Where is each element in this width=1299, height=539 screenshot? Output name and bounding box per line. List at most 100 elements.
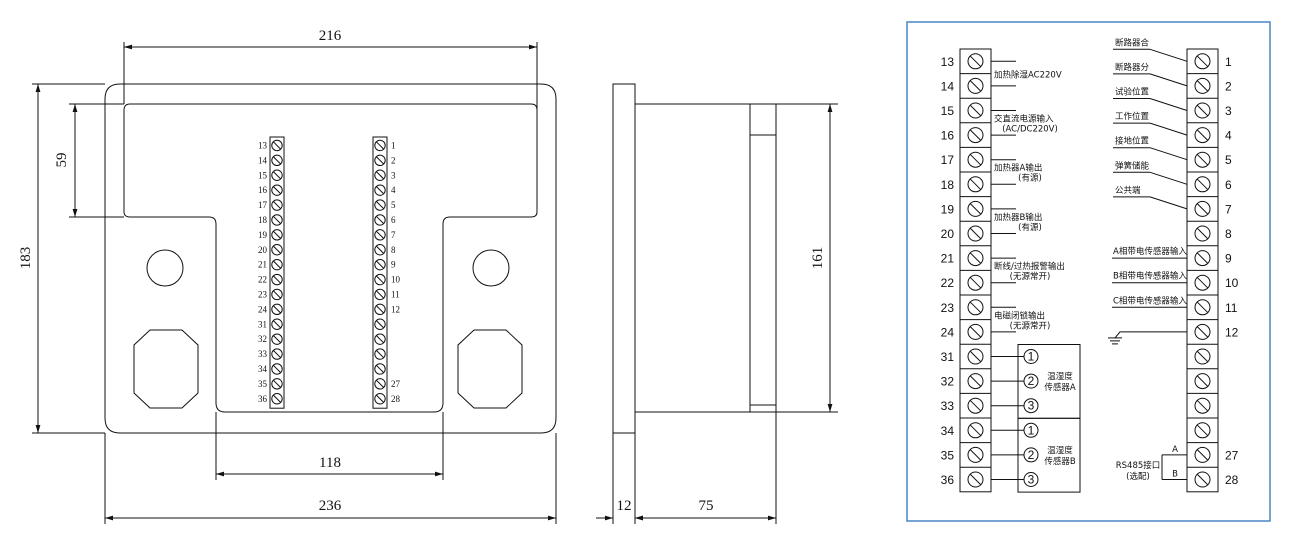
- wiring-screw-left: [967, 299, 984, 316]
- wiring-screw-right: [1194, 348, 1211, 365]
- sensor-name: 传感器A: [1044, 382, 1076, 393]
- front-screw-left-slot: [273, 230, 281, 239]
- wire-right: [1149, 48, 1188, 62]
- left-function-sublabel: (有源): [1018, 173, 1042, 184]
- front-screw-right-slot: [376, 245, 384, 254]
- front-screw-right-slot: [376, 260, 384, 269]
- side-view: 161 12 75: [596, 83, 838, 524]
- wiring-screw-left: [967, 323, 984, 340]
- wiring-screw-left-slot: [969, 80, 982, 92]
- wiring-terminal-number: 16: [941, 129, 955, 143]
- wiring-screw-left: [967, 77, 984, 94]
- wiring-screw-left: [967, 348, 984, 365]
- slot-right: [457, 329, 523, 409]
- left-function-sublabel: (AC/DC220V): [1002, 125, 1058, 135]
- sensor-pin-circle: [1023, 472, 1039, 487]
- wiring-terminal-number: 4: [1225, 129, 1232, 143]
- sensor-pin-number: 2: [1028, 374, 1035, 388]
- wiring-terminal-number: 35: [941, 448, 955, 462]
- wiring-screw-left: [967, 151, 984, 168]
- wiring-screw-right: [1194, 53, 1211, 70]
- wiring-screw-right-slot: [1196, 252, 1209, 264]
- right-function-label: 接地位置: [1115, 136, 1150, 147]
- front-screw-left: [271, 169, 283, 181]
- side-body: [634, 103, 777, 413]
- wiring-screw-right-slot: [1196, 104, 1209, 117]
- wiring-screw-right: [1194, 250, 1211, 267]
- front-terminal-number: 27: [391, 379, 401, 389]
- left-function-label: 电磁闭锁输出: [994, 310, 1045, 321]
- wire-right: [1149, 98, 1188, 111]
- wiring-screw-left: [967, 200, 984, 217]
- front-screw-left: [271, 154, 283, 167]
- wiring-screw-left-slot: [969, 449, 982, 461]
- front-terminal-number: 20: [258, 245, 268, 255]
- front-terminal-number: 35: [258, 379, 268, 389]
- wiring-screw-right-slot: [1196, 55, 1209, 67]
- wiring-terminal-number: 18: [941, 178, 955, 192]
- side-terminal-block: [749, 134, 777, 406]
- front-screw-right: [374, 244, 386, 256]
- wiring-screw-left-slot: [969, 375, 982, 387]
- front-left-strip-body: [269, 136, 285, 409]
- wiring-screw-left-slot: [969, 301, 982, 313]
- front-screw-right: [374, 154, 386, 167]
- front-terminal-number: 22: [258, 275, 267, 285]
- front-outer-outline: [104, 83, 557, 434]
- dim-top-width: 216: [319, 28, 342, 44]
- wiring-screw-right-slot: [1196, 375, 1209, 387]
- sensor-pin-circle: [1023, 422, 1039, 438]
- wiring-terminal-number: 12: [1225, 325, 1239, 339]
- left-function-label: 断线/过热报警输出: [994, 261, 1065, 272]
- wiring-screw-left: [967, 274, 984, 291]
- dim-total-width: 236: [319, 498, 342, 514]
- wiring-screw-right: [1194, 274, 1211, 291]
- wiring-terminal-number: 33: [941, 399, 955, 413]
- front-terminal-number: 3: [391, 170, 396, 180]
- front-screw-left: [271, 273, 283, 286]
- front-screw-right: [374, 393, 386, 405]
- front-screw-left-slot: [273, 320, 281, 329]
- wiring-terminal-number: 11: [1225, 301, 1238, 315]
- wiring-screw-right: [1194, 151, 1211, 168]
- left-function-sublabel: (无源常开): [1010, 320, 1051, 331]
- front-screw-left: [271, 199, 283, 211]
- sensor-title: 温湿度: [1047, 371, 1073, 382]
- front-screw-left-slot: [273, 201, 281, 210]
- front-screw-left-slot: [273, 171, 281, 180]
- wiring-screw-left-slot: [969, 350, 982, 363]
- wiring-screw-left-slot: [969, 154, 982, 166]
- front-screw-right: [374, 199, 386, 211]
- wiring-screw-right: [1194, 446, 1211, 463]
- sensor-pin-number: 3: [1028, 473, 1035, 487]
- sensor-input-label: A相带电传感器输入: [1113, 246, 1187, 257]
- front-terminal-number: 14: [258, 155, 268, 165]
- front-screw-right-slot: [376, 275, 384, 284]
- wiring-terminal-number: 28: [1225, 473, 1239, 487]
- sensor-pin-circle: [1023, 373, 1039, 389]
- front-screw-right: [374, 258, 386, 271]
- wiring-terminal-number: 22: [941, 276, 955, 290]
- rs485-sub: (选配): [1126, 471, 1150, 482]
- wiring-terminal-number: 10: [1225, 276, 1239, 290]
- dim-flange-depth: 12: [617, 498, 632, 514]
- front-screw-right: [374, 378, 386, 390]
- front-terminal-number: 6: [391, 215, 396, 225]
- wiring-screw-right-slot: [1196, 178, 1209, 190]
- right-function-label: 弹簧储能: [1115, 160, 1150, 171]
- wiring-terminal-number: 3: [1225, 104, 1232, 118]
- wiring-terminal-number: 13: [941, 55, 955, 69]
- left-function-sublabel: (无源常开): [1010, 271, 1051, 282]
- wiring-screw-right-slot: [1196, 154, 1209, 166]
- wiring-terminal-number: 21: [941, 252, 955, 266]
- wire-right: [1149, 147, 1188, 161]
- right-function-label: 试验位置: [1115, 87, 1150, 98]
- wiring-terminal-number: 14: [941, 79, 955, 93]
- wiring-screw-left-slot: [969, 129, 982, 141]
- wiring-screw-right-slot: [1196, 227, 1209, 240]
